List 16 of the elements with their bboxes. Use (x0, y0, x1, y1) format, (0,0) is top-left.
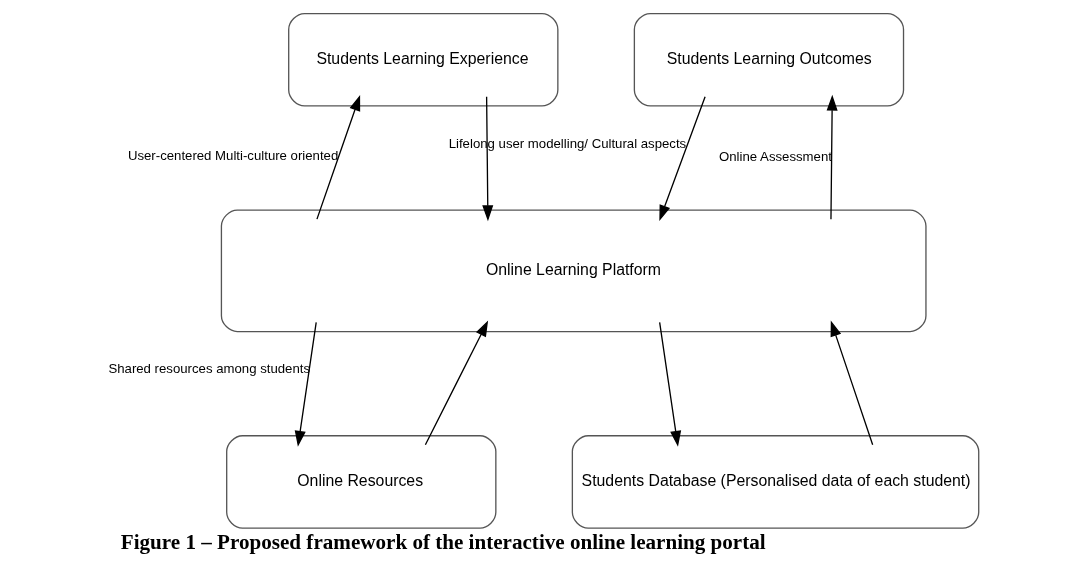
arrow (424, 320, 489, 446)
arrow (830, 320, 874, 446)
node-box: Online Learning Platform (220, 209, 927, 333)
edge-label: Online Assessment (719, 148, 832, 164)
arrow (294, 321, 317, 447)
arrow (826, 94, 838, 220)
caption: Figure 1 – Proposed framework of the interactive online learning portal (120, 529, 766, 554)
arrow (482, 96, 494, 222)
node-box: Online Resources (226, 435, 497, 529)
edge-label: User-centered Multi-culture oriented (127, 148, 339, 164)
node-box: Students Learning Outcomes (633, 12, 905, 107)
node-box: Students Learning Experience (288, 12, 559, 107)
arrow (316, 94, 361, 220)
arrow (659, 321, 682, 447)
arrow (659, 96, 706, 222)
node-box: Students Database (Personalised data of each student) (571, 435, 980, 529)
